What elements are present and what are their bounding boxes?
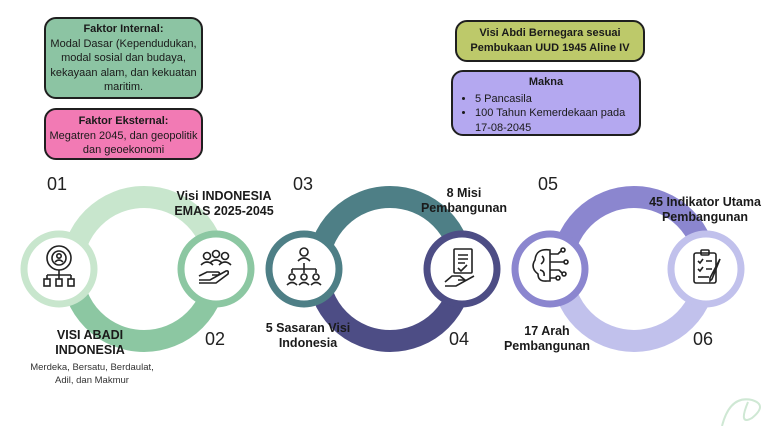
external-factor-title: Faktor Eksternal: [78,115,169,127]
step-number-04: 04 [449,329,470,349]
organization-gear-icon [43,245,75,287]
makna-item: 100 Tahun Kemerdekaan pada 17-08-2045 [475,106,635,135]
visi-abdi-box: Visi Abdi Bernegara sesuai Pembukaan UUD… [455,20,645,62]
step-label-03: 5 Sasaran Visi Indonesia [265,321,351,350]
step-number-02: 02 [205,329,226,349]
step-label-06: 45 Indikator Utama Pembangunan [649,195,761,224]
hierarchy-people-icon [286,247,322,286]
external-factor-box: Faktor Eksternal: Megatren 2045, dan geo… [44,108,203,160]
circle-step-01 [20,230,98,308]
internal-factor-text: Modal Dasar (Kependudukan, modal sosial … [50,37,197,94]
internal-factor-box: Faktor Internal: Modal Dasar (Kependuduk… [44,17,203,99]
makna-list: 5 Pancasila 100 Tahun Kemerdekaan pada 1… [457,92,635,136]
step-label-04: 8 Misi Pembangunan [420,186,508,215]
team-hand-icon [198,249,232,284]
makna-box: Makna 5 Pancasila 100 Tahun Kemerdekaan … [451,70,641,136]
makna-title: Makna [528,76,564,88]
brain-circuit-icon [532,247,569,282]
step-number-05: 05 [538,174,559,194]
decorative-swirl [721,398,761,426]
step-number-01: 01 [47,174,68,194]
step-number-06: 06 [693,329,714,349]
internal-factor-title: Faktor Internal: [83,23,164,35]
step-sub-01: Merdeka, Bersatu, Berdaulat, Adil, dan M… [30,362,154,386]
external-factor-text: Megatren 2045, dan geopolitik dan geoeko… [49,129,198,157]
visi-abdi-text: Visi Abdi Bernegara sesuai Pembukaan UUD… [470,27,630,54]
step-number-03: 03 [293,174,314,194]
clipboard-check-icon [693,249,721,284]
step-label-05: 17 Arah Pembangunan [503,324,591,353]
step-label-01: VISI ABADI INDONESIA [55,328,125,357]
document-hand-icon [444,248,475,287]
circle-step-02 [177,230,255,308]
step-label-02: Visi INDONESIA EMAS 2025-2045 [174,189,274,218]
makna-item: 5 Pancasila [475,92,635,107]
